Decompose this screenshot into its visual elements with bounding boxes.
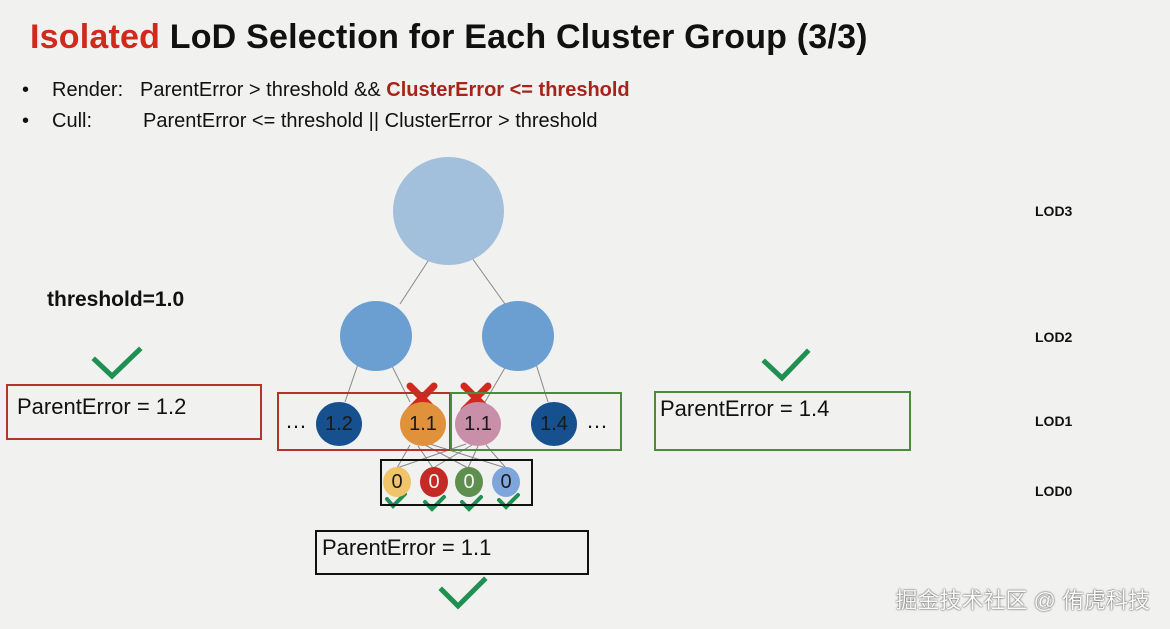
lod3-node: [393, 157, 504, 265]
lod1-node: 1.1: [400, 402, 446, 446]
bullet-dot: •: [22, 110, 30, 132]
title-accent: Isolated: [30, 18, 161, 56]
lod2-node-right: [482, 301, 554, 371]
edge: [535, 363, 549, 403]
lod0-node: 0: [420, 467, 448, 497]
check-icon: [761, 348, 811, 382]
lod1-node: 1.4: [531, 402, 577, 446]
lod3-label: LOD3: [1035, 203, 1073, 219]
bullet-dot: •: [22, 79, 30, 101]
lod1-node: 1.2: [316, 402, 362, 446]
cull-condition: ParentError <= threshold || ClusterError…: [143, 110, 598, 132]
edge: [485, 444, 507, 469]
parent-error-box-right: [654, 391, 911, 451]
lod2-label: LOD2: [1035, 329, 1073, 345]
parent-error-box-bottom: [315, 530, 589, 575]
lod0-node: 0: [383, 467, 411, 497]
edge: [399, 257, 431, 305]
edge: [424, 444, 469, 469]
edge: [429, 443, 507, 469]
threshold-label: threshold=1.0: [47, 288, 185, 311]
ellipsis-left: …: [285, 408, 307, 433]
edge: [432, 444, 473, 469]
edge: [471, 257, 506, 305]
edge: [484, 365, 507, 403]
edge: [396, 443, 467, 469]
lod0-node: 0: [492, 467, 520, 497]
parent-error-box-left: [6, 384, 262, 440]
watermark: 掘金技术社区 @ 侑虎科技: [895, 588, 1150, 613]
render-condition-highlight: ClusterError <= threshold: [386, 79, 630, 101]
edge: [396, 444, 411, 469]
lod2-node-left: [340, 301, 412, 371]
title-rest: LoD Selection for Each Cluster Group (3/…: [169, 18, 868, 56]
render-condition: ParentError > threshold &&: [140, 79, 381, 101]
parent-error-left: ParentError = 1.2: [17, 394, 187, 419]
slide-title: Isolated LoD Selection for Each Cluster …: [30, 18, 868, 57]
bullet-text: ParentError > threshold && ClusterError …: [140, 79, 630, 102]
parent-error-bottom: ParentError = 1.1: [322, 535, 492, 560]
lod0-label: LOD0: [1035, 483, 1073, 499]
check-icon: [497, 493, 520, 510]
ellipsis-right: …: [586, 408, 608, 433]
cluster-group-box-lod0: [380, 459, 533, 506]
edge: [391, 365, 411, 403]
check-icon: [91, 346, 143, 380]
check-icon: [385, 492, 407, 509]
lod0-node: 0: [455, 467, 483, 497]
bullet-label: Render:: [52, 79, 124, 101]
parent-error-right: ParentError = 1.4: [660, 396, 830, 421]
lod1-node: 1.1: [455, 402, 501, 446]
edge: [344, 363, 359, 403]
lod1-label: LOD1: [1035, 413, 1073, 429]
bullet-label: Cull:: [52, 110, 93, 132]
cluster-group-box-right: [450, 392, 622, 451]
check-icon: [438, 576, 488, 610]
